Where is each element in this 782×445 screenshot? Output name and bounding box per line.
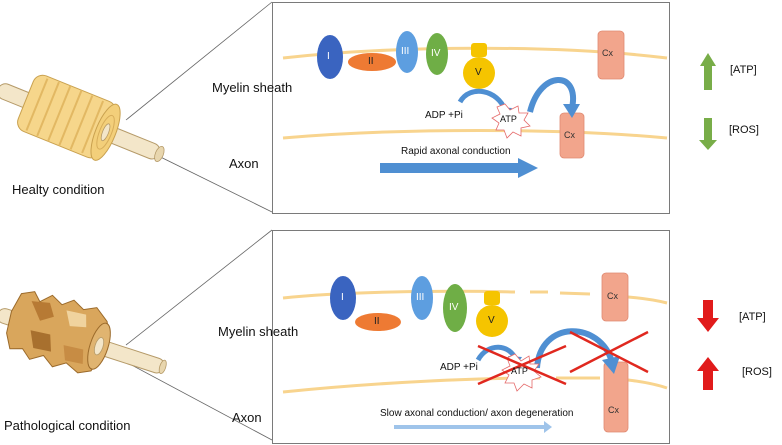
healthy-complex-I-label: I [327, 51, 330, 62]
healthy-ros-down-arrow [699, 118, 717, 150]
pathological-complex-II-label: II [374, 316, 380, 327]
pathological-cx-bottom-box [603, 361, 629, 433]
pathological-complex-III-shape [411, 276, 433, 320]
healthy-atp-label: ATP [500, 114, 517, 124]
pathological-complex-IV-shape [443, 284, 467, 332]
pathological-atp-indicator: [ATP] [739, 311, 766, 323]
healthy-complex-V-label: V [475, 67, 482, 78]
healthy-axon-membrane [282, 129, 668, 140]
healthy-conduction-arrow-shaft [380, 163, 520, 173]
pathological-atp-down-arrow [697, 300, 719, 332]
pathological-cross-left-b [477, 344, 567, 386]
pathological-complex-II-shape [355, 313, 401, 331]
healthy-complex-IV-label: IV [431, 48, 441, 59]
healthy-complex-III-shape [396, 31, 418, 73]
pathological-ros-up-arrow [697, 357, 719, 390]
healthy-axon-label: Axon [229, 156, 259, 171]
pathological-complex-IV-label: IV [449, 302, 459, 313]
healthy-complex-II-label: II [368, 56, 374, 67]
healthy-ros-indicator: [ROS] [729, 124, 759, 136]
pathological-cx-top-label: Cx [607, 291, 618, 301]
healthy-atp-up-arrow [700, 53, 716, 90]
pathological-myelin-membrane [282, 289, 516, 300]
pathological-complex-V-head [476, 305, 508, 337]
healthy-atp-arrow [527, 77, 577, 113]
healthy-conduction-label: Rapid axonal conduction [401, 146, 511, 157]
pathological-condition-label: Pathological condition [4, 418, 131, 433]
pathological-atp-arrow [534, 328, 615, 369]
pathological-complex-V-stalk [484, 291, 500, 305]
healthy-cx-top-label: Cx [602, 48, 613, 58]
healthy-cx-bottom-label: Cx [564, 130, 575, 140]
pathological-conduction-arrow-head [544, 421, 552, 433]
pathological-adp-label: ADP +Pi [440, 362, 478, 373]
pathological-complex-I-shape [330, 276, 356, 320]
pathological-conduction-label: Slow axonal conduction/ axon degeneratio… [380, 408, 574, 419]
pathological-cx-bottom-label: Cx [608, 405, 619, 415]
healthy-complex-III-label: III [401, 46, 410, 57]
healthy-complex-V-head [463, 57, 495, 89]
healthy-adp-label: ADP +Pi [425, 110, 463, 121]
pathological-complex-I-label: I [341, 292, 344, 303]
pathological-cx-top-box [601, 272, 629, 322]
healthy-conduction-arrow-head [518, 158, 538, 178]
pathological-myelin-label: Myelin sheath [218, 324, 299, 339]
pathological-axon-label: Axon [232, 410, 262, 425]
healthy-condition-label: Healty condition [12, 182, 105, 197]
healthy-myelin-label: Myelin sheath [212, 80, 293, 95]
healthy-cx-top-box [597, 30, 625, 80]
pathological-atp-label: ATP [511, 366, 528, 376]
pathological-ros-indicator: [ROS] [742, 366, 772, 378]
pathological-conduction-arrow-shaft [394, 425, 544, 429]
healthy-complex-I-shape [317, 35, 343, 79]
pathological-axon-membrane [282, 376, 541, 394]
pathological-cross-right-b [569, 330, 649, 374]
healthy-complex-IV-shape [426, 33, 448, 75]
healthy-complex-II-shape [348, 53, 396, 71]
healthy-complex-V-stalk [471, 43, 487, 57]
healthy-atp-indicator: [ATP] [730, 64, 757, 76]
pathological-complex-III-label: III [416, 292, 425, 303]
pathological-complex-V-label: V [488, 315, 495, 326]
healthy-atp-starburst [491, 103, 531, 139]
